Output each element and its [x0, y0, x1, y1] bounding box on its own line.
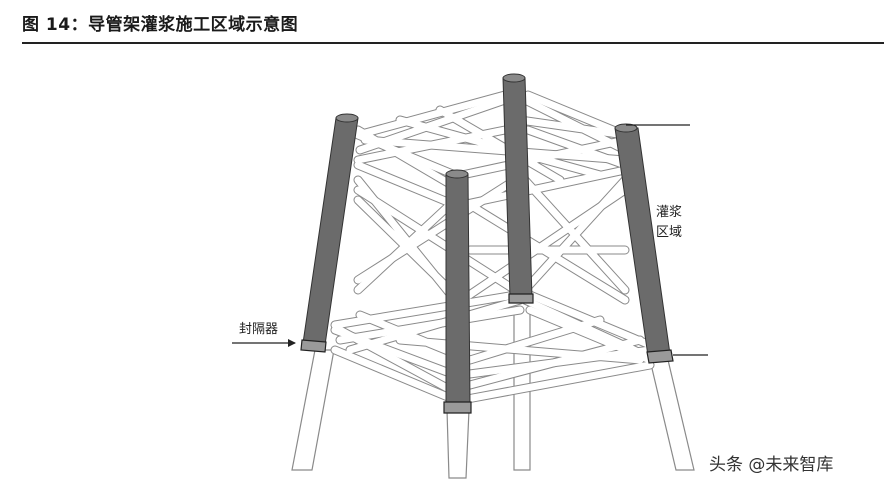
jacket-bracing	[335, 95, 650, 400]
pile-right	[615, 124, 673, 363]
packer-label: 封隔器	[239, 320, 278, 340]
packer-pointer-arrowhead	[288, 339, 296, 347]
pile-front	[444, 170, 471, 413]
watermark: 头条 @未来智库	[709, 450, 833, 475]
grout-zone-label: 灌浆 区域	[656, 203, 694, 243]
grout-zone-label-text: 灌浆 区域	[656, 205, 682, 240]
